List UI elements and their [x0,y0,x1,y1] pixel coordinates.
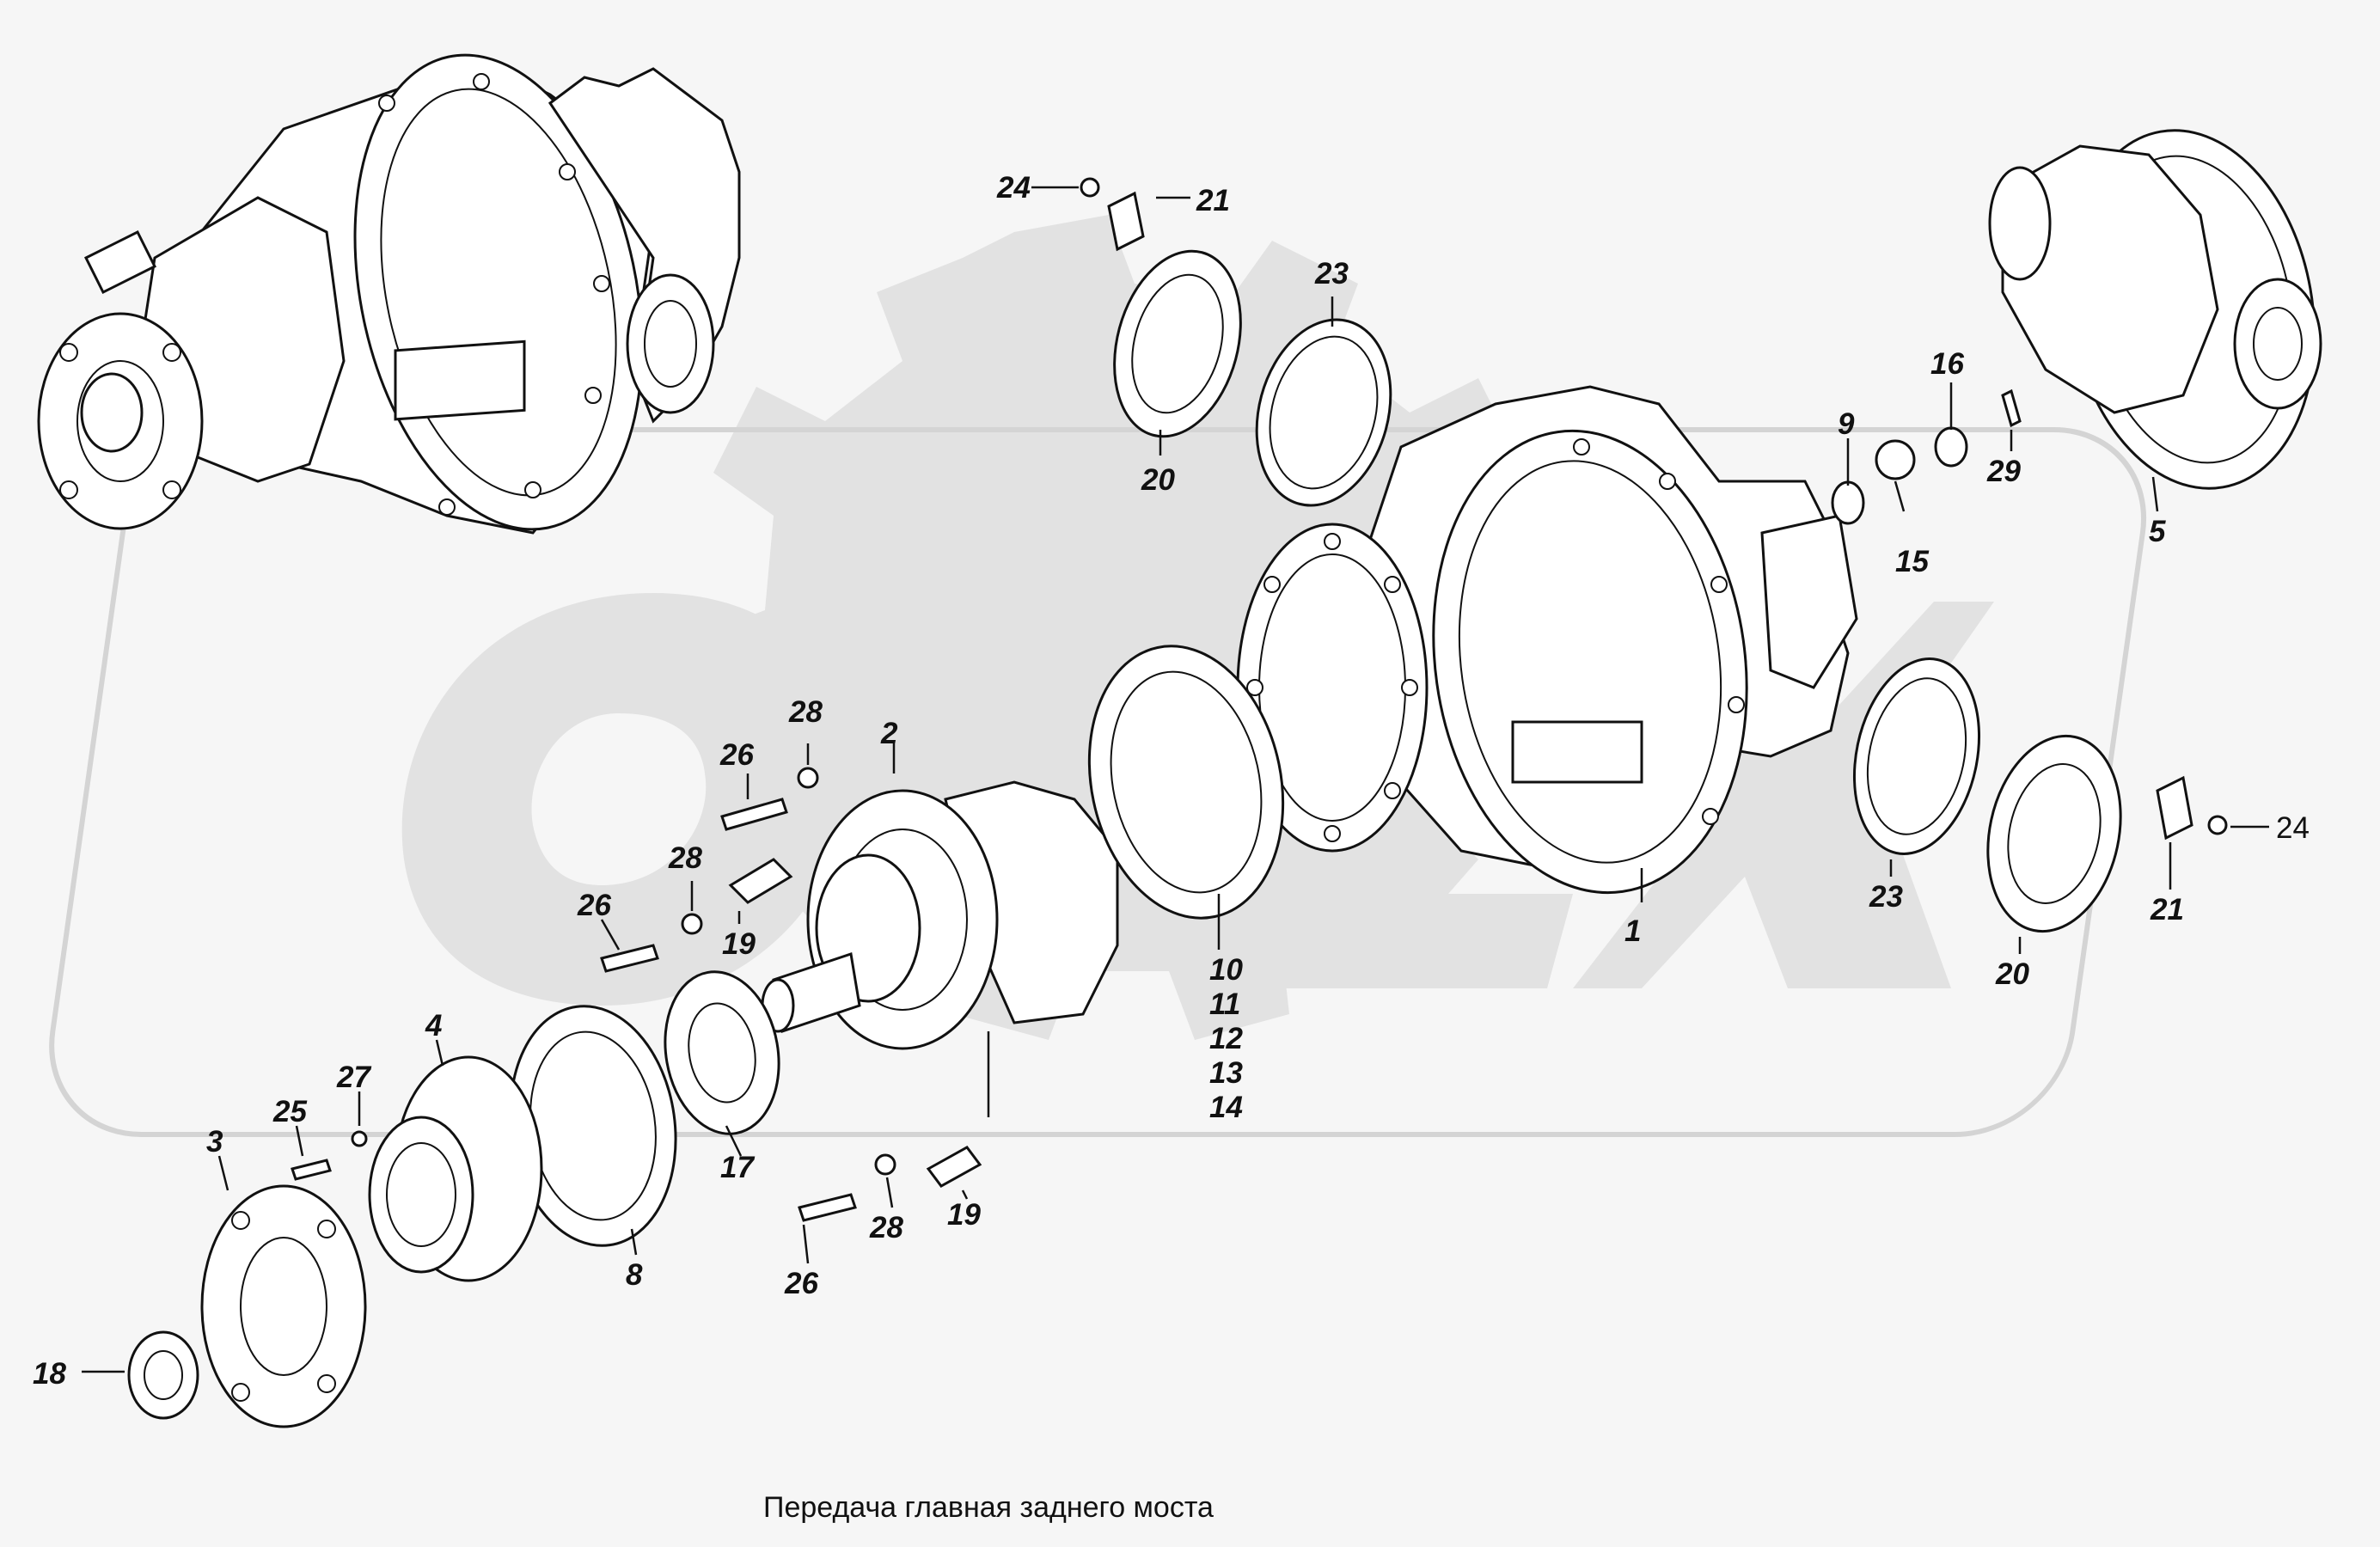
callout-12: 12 [1209,1022,1243,1055]
part-16-circlip [1934,426,1968,468]
part-23-bearing-cup-top [1255,318,1392,507]
callout-11: 11 [1209,988,1240,1021]
part-1-housing [1236,385,1858,895]
part-21-lock-plate-right [2156,775,2193,841]
callout-23-right: 23 [1869,880,1903,914]
watermark-letter-o [401,593,852,1006]
callout-26-a: 26 [719,738,754,772]
callout-25: 25 [272,1095,307,1128]
callout-8: 8 [626,1258,643,1292]
callout-2: 2 [880,717,898,750]
callout-1: 1 [1624,914,1641,948]
part-25-bolt [291,1159,332,1181]
callout-28-c: 28 [869,1211,903,1244]
callout-23-top: 23 [1314,257,1349,290]
callout-16: 16 [1930,347,1964,381]
part-10-shim-gasket [1087,645,1285,920]
callout-5: 5 [2149,515,2166,548]
differential-hub [2233,278,2322,410]
callout-20-right: 20 [1995,957,2029,991]
part-3-drive-flange [200,1184,367,1428]
callout-3: 3 [206,1125,223,1159]
part-27-washer [351,1130,368,1147]
differential-bearing-left [1988,166,2052,281]
part-24-bolt-top [1080,177,1100,198]
assembled-flange-nut [80,372,144,453]
part-26-bolt-b [600,944,659,973]
part-24-bolt-right [2207,815,2228,835]
callout-18: 18 [33,1357,66,1391]
callout-10: 10 [1209,953,1243,987]
part-20-adjusting-nut-right [1986,734,2122,933]
assembled-final-drive [37,53,741,535]
callout-17: 17 [720,1151,755,1184]
assembled-nameplate [394,339,526,421]
callout-labels: 24 21 23 20 16 9 29 15 5 28 2 26 28 26 1… [33,171,2310,1391]
callout-21-top: 21 [1196,184,1230,217]
part-26-bolt-c [798,1193,857,1222]
part-9-washer [1831,480,1865,525]
callout-4: 4 [425,1009,442,1043]
diagram-caption: Передача главная заднего моста [763,1491,1214,1524]
callout-9: 9 [1838,407,1855,441]
part-28-washer-c [874,1153,896,1176]
leader-lines [82,186,2269,1373]
assembled-housing-flange-inner [380,88,617,497]
callout-27: 27 [336,1061,371,1094]
callout-20-top: 20 [1141,463,1175,497]
part-28-washer-a [797,767,819,789]
callout-15: 15 [1895,545,1929,578]
housing-nameplate [1511,720,1643,784]
differential-case [2001,144,2219,414]
callout-26-b: 26 [577,889,611,922]
part-2-pinion-cage [761,780,1119,1050]
callout-24-right: 24 [2276,811,2310,845]
callout-21-right: 21 [2150,893,2184,926]
assembled-bearing [626,273,715,414]
part-15-lock-washer [1875,439,1916,480]
part-20-adjusting-nut-top [1113,249,1242,438]
part-19-bracket-b [926,1146,982,1188]
callout-14: 14 [1209,1091,1243,1124]
part-18-flange-nut [127,1330,199,1420]
housing-bearing-cap [1760,514,1858,689]
part-29-pin [2001,388,2022,428]
part-5-differential [1988,129,2322,490]
part-21-lock-plate-top [1107,191,1145,252]
part-28-washer-b [681,913,703,935]
assembled-mount-lug [83,229,157,295]
callout-29: 29 [1986,455,2021,488]
callout-26-c: 26 [784,1267,818,1300]
part-4-bearing-housing [368,1055,543,1282]
callout-28-b: 28 [668,841,702,875]
callout-13: 13 [1209,1056,1243,1090]
callout-24-top: 24 [996,171,1031,205]
callout-19-a: 19 [722,927,756,961]
callout-28-a: 28 [788,695,823,729]
part-26-bolt-a [720,798,788,831]
part-19-bracket-a [728,858,793,904]
callout-19-b: 19 [947,1198,981,1232]
part-17-washer [664,970,780,1135]
